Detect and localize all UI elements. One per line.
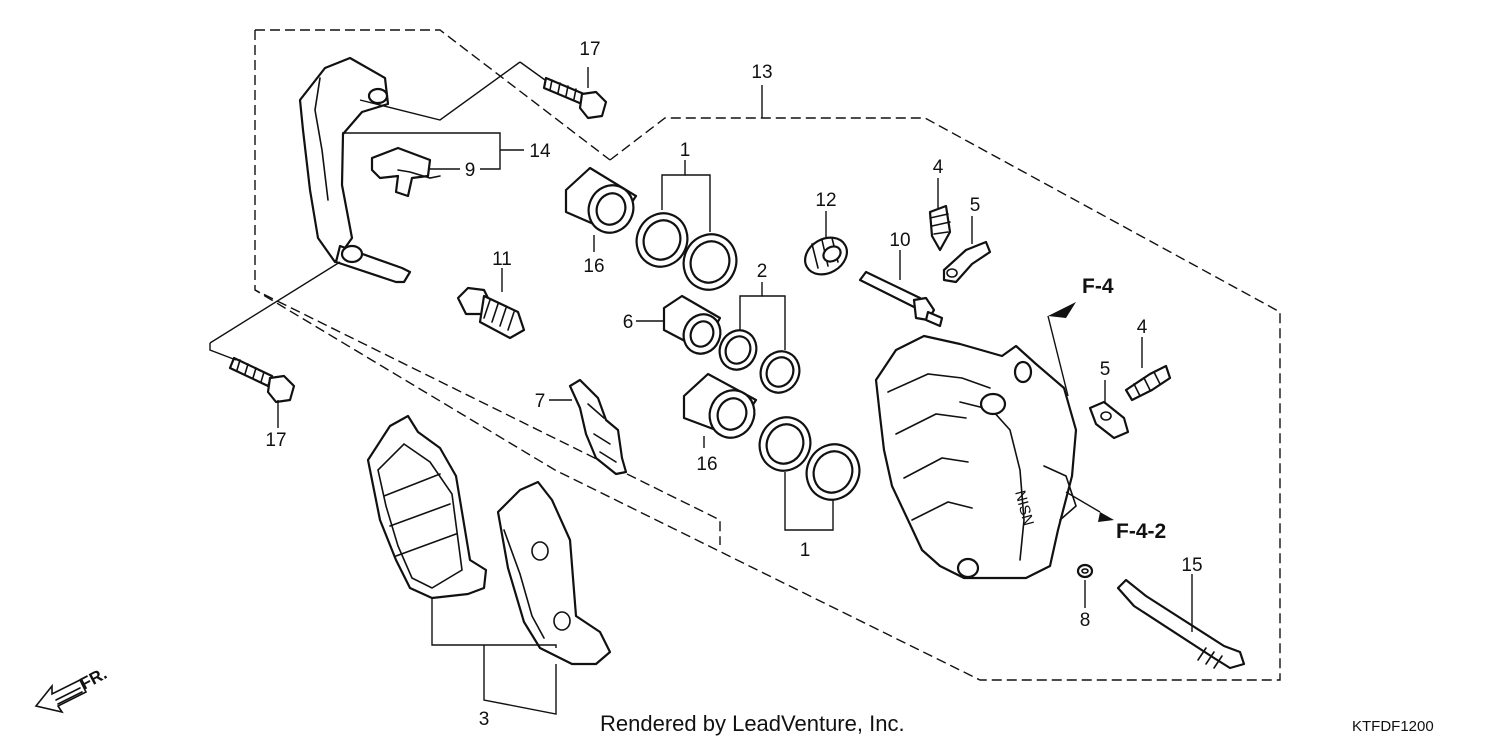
piston-lower xyxy=(682,372,758,439)
callout-17-lower: 17 xyxy=(265,430,286,451)
callout-16-upper: 16 xyxy=(583,256,604,277)
callout-11: 11 xyxy=(492,249,512,270)
callout-5-lower: 5 xyxy=(1100,359,1111,380)
front-direction-arrow: FR. xyxy=(34,664,110,714)
callout-4-upper: 4 xyxy=(933,157,944,178)
bleeder-cap-12 xyxy=(804,236,848,276)
slide-pin-10 xyxy=(858,270,944,328)
callout-12: 12 xyxy=(815,190,836,211)
slide-pin-15 xyxy=(1116,578,1246,670)
callout-14: 14 xyxy=(529,141,551,162)
callout-7: 7 xyxy=(535,391,546,412)
callout-2: 2 xyxy=(757,261,768,282)
piston-seal-upper xyxy=(635,212,738,291)
bolt-lower xyxy=(228,356,296,404)
bleeder-4-lower xyxy=(1124,364,1172,402)
callout-5-upper: 5 xyxy=(970,195,981,216)
callout-8: 8 xyxy=(1080,610,1091,631)
piston-seal-lower xyxy=(758,416,861,501)
bleeder-cap-5-lower xyxy=(1088,400,1130,440)
washer-8 xyxy=(1076,563,1094,579)
callout-1-upper: 1 xyxy=(680,140,691,161)
brake-pad-rear xyxy=(496,480,612,666)
bleeder-cap-5-upper xyxy=(942,240,992,284)
leader-lines xyxy=(209,61,1193,715)
callout-numbers: 1 1 2 3 4 4 5 5 6 7 8 9 10 11 12 13 14 1… xyxy=(265,39,1202,730)
callout-6: 6 xyxy=(623,312,634,333)
bolt-upper xyxy=(542,76,608,120)
caliper-bracket xyxy=(298,56,412,284)
reference-f4-2: F-4-2 xyxy=(1116,520,1166,543)
assembly-outline-13 xyxy=(254,29,1281,681)
caliper-body: NISN xyxy=(874,334,1078,580)
brake-pad-front xyxy=(366,414,488,600)
reference-arrows xyxy=(1048,302,1114,522)
piston-seal-2 xyxy=(718,329,801,394)
diagram-code: KTFDF1200 xyxy=(1352,718,1434,735)
callout-1-lower: 1 xyxy=(800,540,811,561)
bolt-11 xyxy=(456,286,526,340)
render-caption: Rendered by LeadVenture, Inc. xyxy=(600,711,905,736)
piston-6 xyxy=(662,294,722,355)
reference-f4: F-4 xyxy=(1082,275,1114,298)
callout-10: 10 xyxy=(889,230,910,251)
callout-17-upper: 17 xyxy=(579,39,600,60)
bleeder-4-upper xyxy=(928,204,952,252)
callout-4-lower: 4 xyxy=(1137,317,1148,338)
callout-3: 3 xyxy=(479,709,490,730)
callout-13: 13 xyxy=(751,62,772,83)
callout-9: 9 xyxy=(465,160,476,181)
callout-16-lower: 16 xyxy=(696,454,717,475)
pad-spring xyxy=(370,146,441,198)
callout-15: 15 xyxy=(1181,555,1202,576)
piston-upper xyxy=(564,166,638,234)
pad-retainer xyxy=(568,378,628,476)
